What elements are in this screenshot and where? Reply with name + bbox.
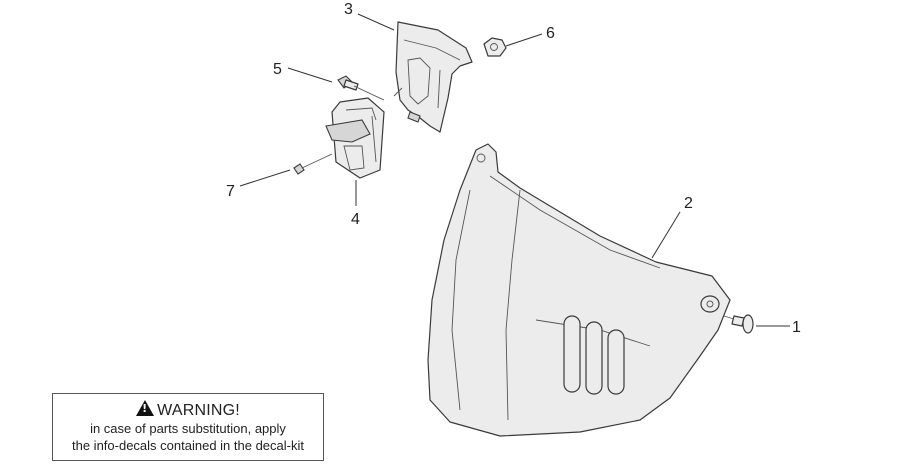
leader-line-7 xyxy=(239,169,291,187)
warning-triangle-icon xyxy=(136,400,155,416)
leader-line-2 xyxy=(651,211,681,259)
part-6-nut xyxy=(483,37,507,57)
callout-3: 3 xyxy=(344,1,353,18)
part-1-bolt xyxy=(723,314,754,334)
warning-box: WARNING! in case of parts substitution, … xyxy=(52,393,324,461)
part-5-screw xyxy=(337,75,385,101)
warning-title: WARNING! xyxy=(157,402,240,419)
callout-2: 2 xyxy=(684,195,693,212)
callout-4: 4 xyxy=(351,211,360,228)
leader-line-5 xyxy=(287,67,333,83)
leader-line-6 xyxy=(505,33,543,47)
callout-5: 5 xyxy=(273,61,282,78)
part-4-lock-housing xyxy=(325,97,385,179)
warning-heading: WARNING! xyxy=(53,400,323,420)
part-2-cover xyxy=(427,143,731,437)
callout-6: 6 xyxy=(546,25,555,42)
callout-7: 7 xyxy=(226,183,235,200)
warning-line-1: in case of parts substitution, apply xyxy=(90,421,286,436)
callout-1: 1 xyxy=(792,319,801,336)
leader-line-3 xyxy=(357,13,395,31)
part-3-bracket xyxy=(393,21,473,133)
warning-line-2: the info-decals contained in the decal-k… xyxy=(72,438,304,453)
part-7-screw xyxy=(293,153,333,175)
